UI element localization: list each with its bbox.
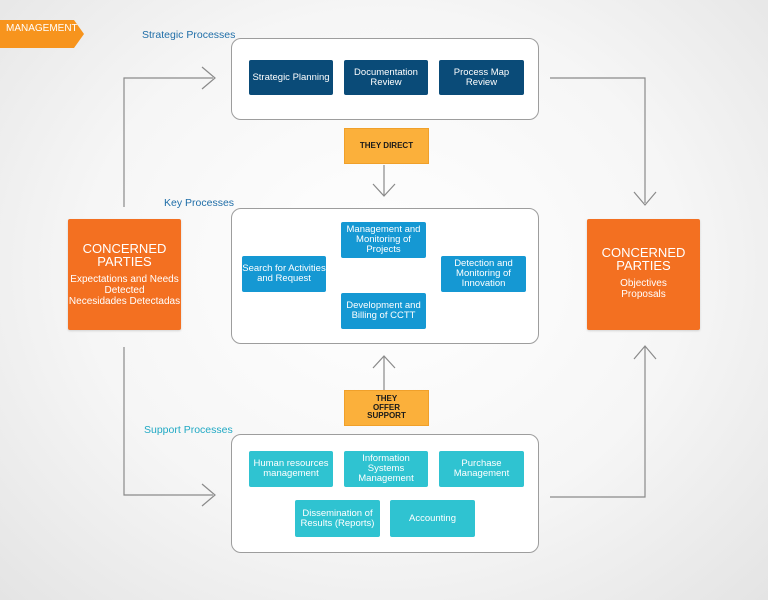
accounting-box: Accounting <box>390 500 475 537</box>
purchase-management-box: Purchase Management <box>439 451 524 487</box>
dissemination-results-box: Dissemination of Results (Reports) <box>295 500 380 537</box>
billing-cctt-box: Development and Billing of CCTT <box>341 293 426 329</box>
search-activities-box: Search for Activities and Request <box>242 256 326 292</box>
projects-monitoring-box: Management and Monitoring of Projects <box>341 222 426 258</box>
human-resources-box: Human resources management <box>249 451 333 487</box>
information-systems-box: Information Systems Management <box>344 451 428 487</box>
they-offer-support-box: THEY OFFER SUPPORT <box>344 390 429 426</box>
strategic-planning-box: Strategic Planning <box>249 60 333 95</box>
documentation-review-box: Documentation Review <box>344 60 428 95</box>
they-direct-box: THEY DIRECT <box>344 128 429 164</box>
arrowhead-direct-down <box>372 183 396 197</box>
concerned-parties-right-title: CONCERNED PARTIES <box>601 245 686 273</box>
management-tag: MANAGEMENT <box>0 20 84 48</box>
connector-support-to-right <box>550 347 646 498</box>
arrowhead-into-support <box>201 483 216 507</box>
innovation-monitoring-box: Detection and Monitoring of Innovation <box>441 256 526 292</box>
connector-left-to-strategic <box>123 77 213 207</box>
arrowhead-into-strategic <box>201 66 216 90</box>
arrowhead-into-right-top <box>633 191 657 206</box>
arrowhead-support-up <box>372 355 396 369</box>
concerned-parties-left-line-2: Necesidades Detectadas <box>68 296 181 307</box>
they-offer-support-text: THEY OFFER SUPPORT <box>367 394 406 421</box>
concerned-parties-left: CONCERNED PARTIES Expectations and Needs… <box>68 219 181 330</box>
arrowhead-into-right-bottom <box>633 345 657 360</box>
key-processes-label: Key Processes <box>164 197 235 209</box>
concerned-parties-right: CONCERNED PARTIES Objectives Proposals <box>587 219 700 330</box>
concerned-parties-right-line-1: Objectives Proposals <box>620 278 667 300</box>
connector-left-to-support <box>123 347 213 496</box>
concerned-parties-left-line-1: Expectations and Needs Detected <box>70 274 179 296</box>
connector-strategic-to-right <box>550 77 646 203</box>
support-processes-label: Support Processes <box>144 424 233 436</box>
process-map-review-box: Process Map Review <box>439 60 524 95</box>
strategic-processes-label: Strategic Processes <box>142 29 236 41</box>
concerned-parties-left-title: CONCERNED PARTIES <box>82 241 167 269</box>
